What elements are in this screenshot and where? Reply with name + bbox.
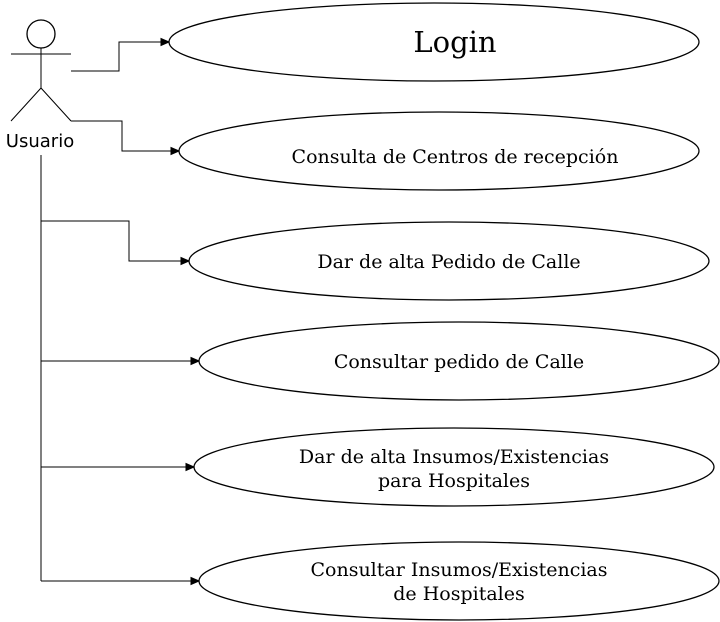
arrowhead-consultar-pedido	[190, 356, 201, 366]
use-case-consultar-insumos[interactable]: Consultar Insumos/Existencias de Hospita…	[198, 541, 720, 621]
connectors	[40, 37, 201, 586]
arrowhead-consultar-insumos	[190, 576, 201, 586]
connector-alta-pedido	[41, 220, 183, 262]
use-case-label: Consulta de Centros de recepción	[292, 146, 619, 168]
use-case-ellipse	[198, 541, 720, 621]
arrowhead-consulta-centros	[170, 146, 181, 156]
actor-label: Usuario	[6, 131, 74, 152]
use-case-ellipse	[168, 2, 700, 82]
use-case-ellipse	[178, 111, 700, 191]
use-case-consultar-pedido[interactable]: Consultar pedido de Calle	[198, 321, 720, 401]
use-case-alta-pedido[interactable]: Dar de alta Pedido de Calle	[188, 221, 710, 301]
use-case-consulta-centros[interactable]: Consulta de Centros de recepción	[178, 111, 700, 191]
use-case-label: Consultar pedido de Calle	[334, 351, 584, 373]
use-case-ellipse	[193, 427, 715, 507]
use-case-ellipse	[198, 321, 720, 401]
actor-right-leg	[40, 87, 72, 122]
use-case-ellipse	[188, 221, 710, 301]
actor-left-leg	[10, 87, 42, 122]
arrowhead-alta-insumos	[185, 462, 196, 472]
arrowhead-login	[160, 37, 171, 47]
arrowhead-alta-pedido	[180, 256, 191, 266]
actor-usuario[interactable]: Usuario	[6, 19, 74, 152]
connector-consulta-centros	[71, 120, 173, 152]
use-case-label-line-2: para Hospitales	[378, 470, 530, 492]
use-case-label-line-2: de Hospitales	[393, 583, 524, 605]
use-case-label-line-1: Consultar Insumos/Existencias	[310, 559, 607, 581]
use-case-alta-insumos[interactable]: Dar de alta Insumos/Existencias para Hos…	[193, 427, 715, 507]
use-case-label-line-1: Dar de alta Insumos/Existencias	[299, 446, 609, 468]
use-case-label: Dar de alta Pedido de Calle	[317, 251, 580, 273]
connector-login	[71, 41, 163, 72]
use-case-label: Login	[413, 25, 496, 59]
use-case-login[interactable]: Login	[168, 2, 700, 82]
actor-head	[26, 19, 56, 49]
